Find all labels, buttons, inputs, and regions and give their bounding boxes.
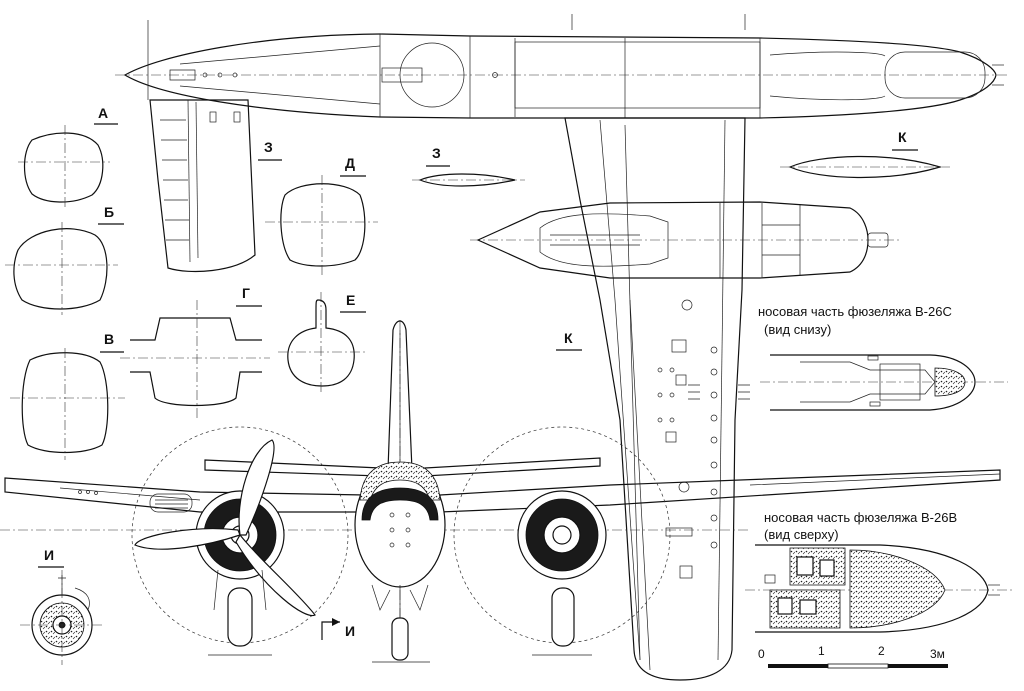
label-D: Д [345,155,355,171]
right-engine-front [453,426,671,656]
section-E [278,292,365,395]
fuselage-top-view [115,14,1010,119]
section-D [265,175,378,275]
section-B [5,222,118,315]
section-labels: А Б В Г Д Е З З К К И И [38,105,918,639]
label-G: Г [242,285,250,301]
scale-tick-1: 1 [818,644,825,658]
caption-b26c-title: носовая часть фюзеляжа B-26C [758,304,952,319]
section-A [18,125,110,210]
scale-bar: 0 1 2 3м [758,644,948,669]
label-E: Е [346,292,355,308]
label-I-arrow: И [345,623,355,639]
label-A: А [98,105,108,121]
label-Z-tail: З [264,139,273,155]
caption-b26b-title: носовая часть фюзеляжа B-26B [764,510,957,525]
label-K-section: К [898,129,907,145]
captions: носовая часть фюзеляжа B-26C (вид снизу)… [758,304,957,542]
propeller-blade-3 [235,533,316,617]
section-G [120,300,270,420]
propeller-blade-2 [134,528,241,550]
label-Z-section: З [432,145,441,161]
wheel-detail [20,570,104,665]
label-B: Б [104,204,114,220]
wing-inspection-panels [657,299,718,579]
b26c-nose-bottom-view [760,354,1008,411]
label-K-wing: К [564,330,573,346]
section-Z [412,173,525,187]
engine-nacelle-top-view [470,201,900,279]
wing-top-view [564,117,750,681]
caption-b26b-subtitle: (вид сверху) [764,527,839,542]
section-V [10,348,125,460]
section-K [780,155,950,179]
scale-tick-0: 0 [758,647,765,661]
front-view [0,320,1001,663]
scale-tick-2: 2 [878,644,885,658]
label-I-wheel: И [44,547,54,563]
b26b-nose-top-view [745,544,1015,633]
left-engine-front [131,426,349,656]
label-V: В [104,331,114,347]
propeller-blade-1 [238,439,275,536]
scale-tick-3: 3м [930,647,945,661]
caption-b26c-subtitle: (вид снизу) [764,322,831,337]
horizontal-stabilizer-top-view [149,99,256,273]
